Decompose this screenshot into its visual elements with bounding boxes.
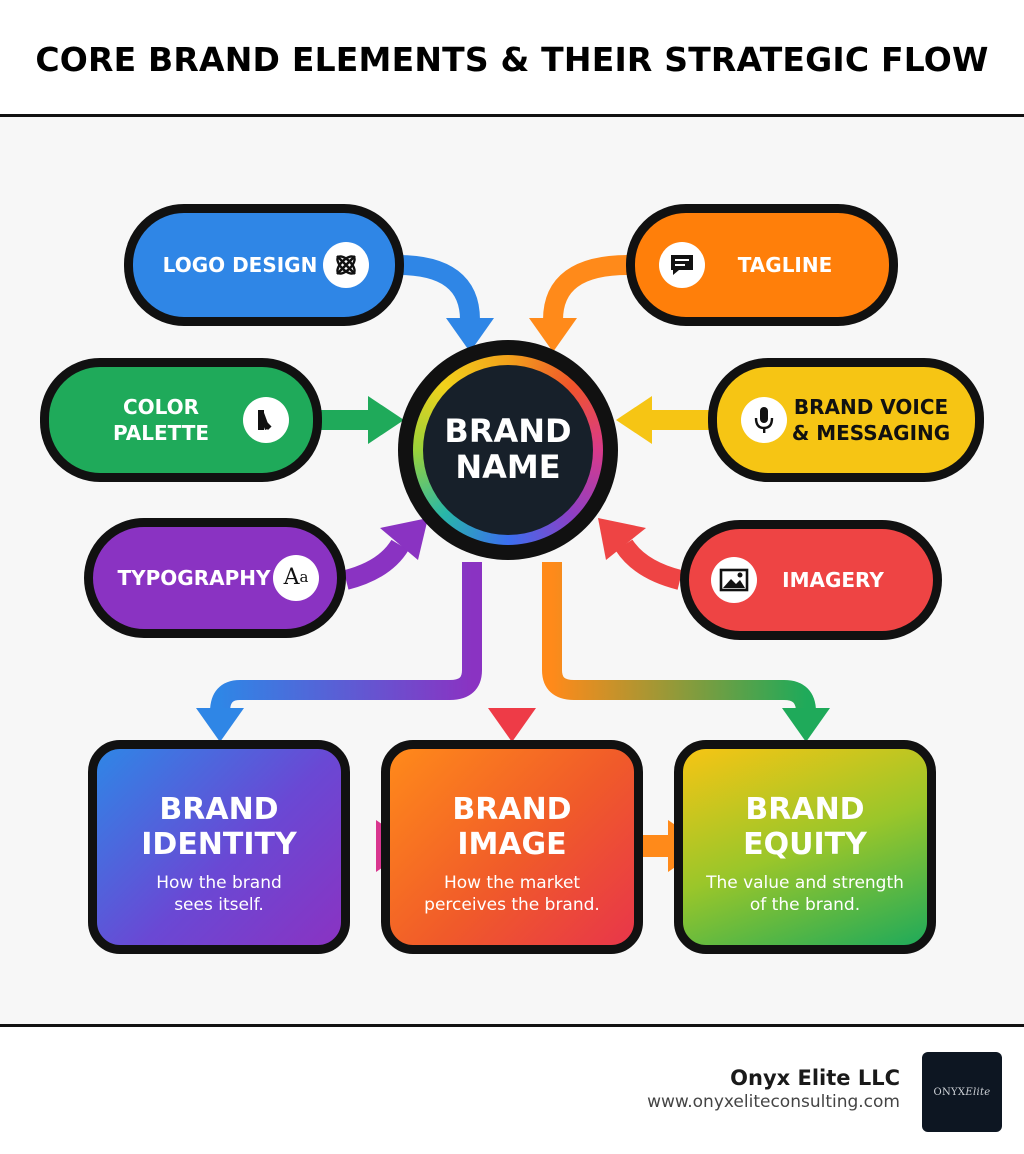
outcome-brand-equity-title: BRAND EQUITY xyxy=(743,792,867,862)
outcome-brand-image-desc: How the market perceives the brand. xyxy=(424,873,600,916)
footer-divider xyxy=(0,1024,1024,1027)
chat-icon xyxy=(659,242,705,288)
node-tagline: TAGLINE xyxy=(626,204,898,326)
logo-knot-icon xyxy=(323,242,369,288)
node-color-palette-label: COLOR PALETTE xyxy=(112,395,210,445)
outcome-brand-equity-desc: The value and strength of the brand. xyxy=(706,873,904,916)
company-logo: ONYXElite xyxy=(922,1052,1002,1132)
outcome-brand-identity-title: BRAND IDENTITY xyxy=(141,792,297,862)
footer-url: www.onyxeliteconsulting.com xyxy=(647,1092,900,1112)
node-brand-voice-label: BRAND VOICE & MESSAGING xyxy=(791,395,951,445)
outcome-brand-equity: BRAND EQUITY The value and strength of t… xyxy=(674,740,936,954)
node-brand-voice: BRAND VOICE & MESSAGING xyxy=(708,358,984,482)
node-typography-label: TYPOGRAPHY xyxy=(117,566,271,590)
node-imagery-label: IMAGERY xyxy=(782,568,884,592)
microphone-icon xyxy=(741,397,787,443)
node-color-palette: COLOR PALETTE xyxy=(40,358,322,482)
footer-company: Onyx Elite LLC xyxy=(730,1066,900,1090)
arrow-hub-to-equity xyxy=(542,562,816,713)
node-tagline-label: TAGLINE xyxy=(737,253,833,277)
page-title: CORE BRAND ELEMENTS & THEIR STRATEGIC FL… xyxy=(35,40,989,79)
hub-label: BRAND NAME xyxy=(423,365,593,535)
outcome-brand-image-title: BRAND IMAGE xyxy=(452,792,572,862)
hub-brand-name: BRAND NAME xyxy=(398,340,618,560)
arrow-imagery-to-hub xyxy=(615,539,683,590)
arrow-tagline-to-hub xyxy=(543,255,629,321)
node-imagery: IMAGERY xyxy=(680,520,942,640)
arrow-typo-to-hub xyxy=(343,539,409,590)
outcome-brand-image: BRAND IMAGE How the market perceives the… xyxy=(381,740,643,954)
arrow-hub-to-identity xyxy=(210,562,482,713)
arrow-logo-to-hub xyxy=(397,255,480,321)
node-logo-design: LOGO DESIGN xyxy=(124,204,404,326)
hub-gradient-ring: BRAND NAME xyxy=(413,355,603,545)
image-icon xyxy=(711,557,757,603)
outcome-brand-identity: BRAND IDENTITY How the brand sees itself… xyxy=(88,740,350,954)
swatch-icon xyxy=(243,397,289,443)
node-logo-design-label: LOGO DESIGN xyxy=(162,253,318,277)
outcome-brand-identity-desc: How the brand sees itself. xyxy=(156,873,282,916)
company-logo-mark: ONYXElite xyxy=(933,1086,991,1098)
title-divider xyxy=(0,114,1024,117)
